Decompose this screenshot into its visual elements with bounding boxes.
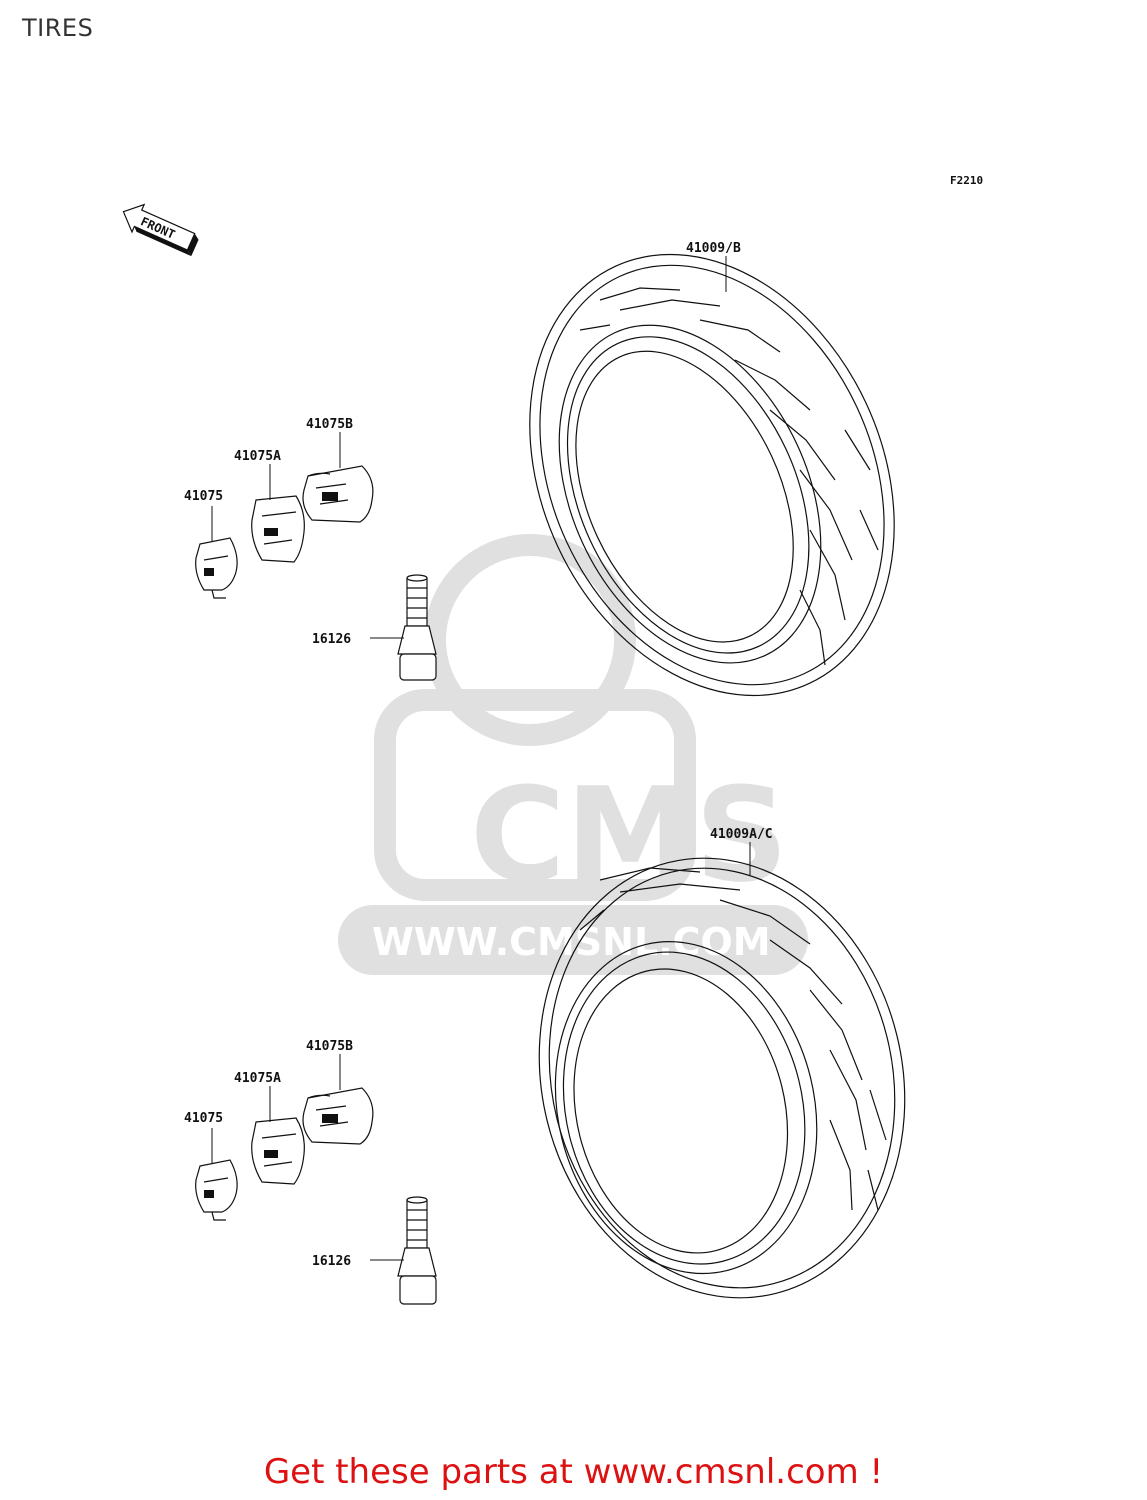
upper-weight-small [195,537,238,599]
upper-weight-small-label: 41075 [184,489,223,504]
lower-valve-stem [397,1196,437,1305]
upper-valve-label: 16126 [312,632,351,647]
lower-weight-small-label: 41075 [184,1111,223,1126]
upper-tire-label: 41009/B [686,241,741,256]
upper-weight-large-label: 41075B [306,417,353,432]
lower-tire-label: 41009A/C [710,827,773,842]
page-title: TIRES [22,14,94,42]
lower-tire-tread [579,867,887,1211]
upper-weight-medium [251,495,305,563]
footer-shop-link[interactable]: Get these parts at www.cmsnl.com ! [263,1452,884,1492]
lower-weight-small [195,1159,238,1221]
lower-weight-medium-label: 41075A [234,1071,281,1086]
figure-code: F2210 [950,174,983,187]
watermark-url-band [338,905,808,975]
upper-weight-medium-label: 41075A [234,449,281,464]
upper-tire-tread [579,287,879,666]
upper-valve-stem [397,574,437,681]
lower-tire [538,857,906,1299]
lower-weight-large-label: 41075B [306,1039,353,1054]
lower-valve-label: 16126 [312,1254,351,1269]
watermark-mascot-body [374,689,696,901]
front-arrow-icon: FRONT [122,203,199,257]
upper-tire [529,253,895,697]
lower-weight-large [302,1087,374,1145]
lower-weight-medium [251,1117,305,1185]
watermark: CMS WWW.CMSNL.COM [338,534,808,975]
watermark-logo-text: CMS [470,759,788,911]
upper-weight-large [302,465,374,523]
